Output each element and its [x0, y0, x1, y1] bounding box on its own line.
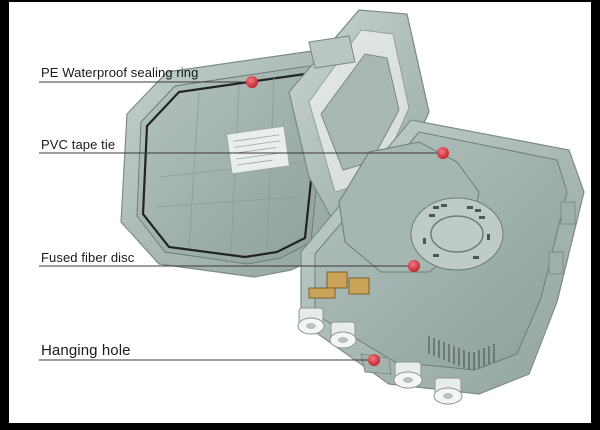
fiber-disc-marker: [408, 260, 420, 272]
hanging-hole-marker: [368, 354, 380, 366]
fiber-distribution-box-photo: [39, 9, 585, 405]
callout-tape-tie: PVC tape tie: [41, 137, 116, 152]
product-figure: PE Waterproof sealing ring PVC tape tie …: [9, 2, 591, 423]
cable-comb: [428, 336, 495, 370]
cable-glands: [297, 307, 463, 405]
callout-sealing-ring: PE Waterproof sealing ring: [41, 65, 199, 80]
tape-tie-marker: [437, 147, 449, 159]
adapter-brackets: [308, 271, 370, 299]
callout-hanging-hole: Hanging hole: [41, 342, 131, 359]
leader-lines: [39, 81, 443, 361]
splice-tray: [338, 141, 504, 273]
callout-fiber-disc: Fused fiber disc: [41, 250, 135, 265]
sealing-ring-marker: [246, 76, 258, 88]
